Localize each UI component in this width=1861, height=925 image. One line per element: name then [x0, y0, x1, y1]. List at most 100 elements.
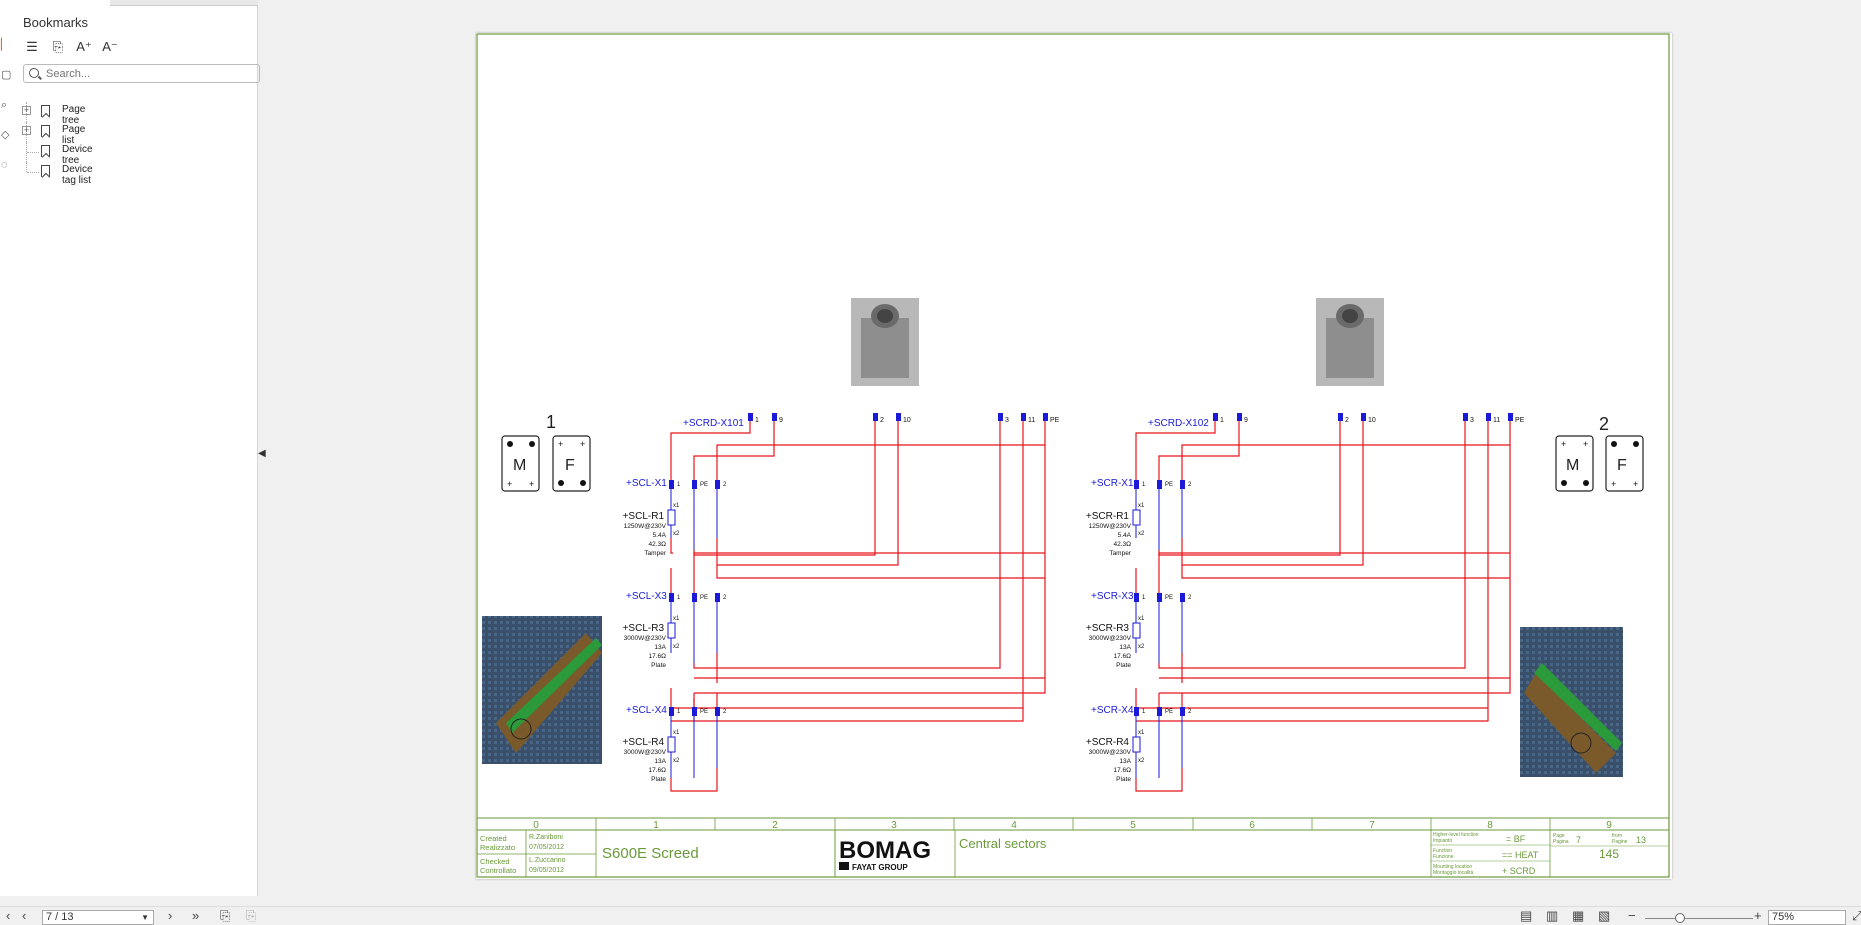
bookmark-options-icon[interactable]: ☰: [26, 39, 38, 54]
zoom-in-icon[interactable]: +: [1754, 908, 1762, 923]
page-number-field[interactable]: 7 / 13 ▼: [42, 910, 154, 925]
last-page-icon[interactable]: »: [192, 908, 200, 923]
layers-panel-icon[interactable]: ◇: [1, 129, 10, 141]
function-value: == HEAT: [1502, 850, 1539, 860]
column-dividers: [595, 818, 1551, 877]
connector-housing-image-right: [1316, 298, 1384, 386]
mf-symbol-right: [1555, 435, 1644, 492]
svg-text:1: 1: [677, 595, 681, 601]
fit-page-icon[interactable]: ⤢: [1852, 908, 1861, 923]
next-view-icon[interactable]: ⎘: [246, 908, 257, 923]
increase-text-icon[interactable]: A⁺: [76, 39, 92, 54]
svg-text:Plate: Plate: [1116, 776, 1131, 783]
svg-text:13A: 13A: [1119, 758, 1131, 765]
document-page: 0 1 2 3 4 5 6 7 8 9 Created Realizzato C…: [476, 33, 1672, 879]
svg-text:42.3Ω: 42.3Ω: [1113, 541, 1131, 548]
comments-panel-icon[interactable]: ◌: [1, 159, 8, 171]
svg-text:x2: x2: [1138, 531, 1145, 537]
column-label: 7: [1369, 820, 1375, 831]
bookmark-panel-icon[interactable]: ▏: [1, 39, 10, 51]
previous-view-icon[interactable]: ⎘: [220, 908, 231, 923]
decrease-text-icon[interactable]: A⁻: [102, 39, 118, 54]
circuit-left: +SCRD-X101 1 9 2 10 3 11 PE: [623, 413, 1060, 792]
m-label-left: M: [513, 457, 526, 474]
svg-text:1250W@230V: 1250W@230V: [624, 523, 667, 530]
column-label: 6: [1249, 820, 1255, 831]
tree-item-label: Device tag list: [62, 164, 93, 186]
svg-text:PE: PE: [700, 482, 708, 488]
screed-photo-right: [1520, 627, 1623, 777]
svg-text:x1: x1: [673, 616, 680, 622]
group-number-right: 2: [1599, 414, 1609, 434]
facing-view-icon[interactable]: ▦: [1572, 908, 1585, 923]
drawing-frame: [476, 33, 1670, 878]
column-label: 2: [772, 820, 778, 831]
svg-text:+: +: [1611, 479, 1616, 489]
svg-text:42.3Ω: 42.3Ω: [648, 541, 666, 548]
svg-text:PE: PE: [1515, 417, 1525, 424]
svg-text:9: 9: [1244, 417, 1248, 424]
svg-text:PE: PE: [1165, 709, 1173, 715]
svg-text:+: +: [1633, 479, 1638, 489]
expand-icon[interactable]: +: [22, 105, 31, 115]
brand-logo-text: BOMAG: [839, 837, 931, 864]
svg-text:2: 2: [1188, 482, 1192, 488]
function-label-it: Funzione: [1433, 854, 1454, 860]
collapse-sidebar-icon[interactable]: ◀: [258, 448, 266, 459]
svg-text:3: 3: [1005, 417, 1009, 424]
previous-page-icon[interactable]: ‹: [22, 908, 27, 923]
svg-text:Plate: Plate: [651, 662, 666, 669]
location-value: + SCRD: [1502, 866, 1536, 876]
checked-label: Checked: [480, 857, 510, 866]
facing-continuous-view-icon[interactable]: ▧: [1598, 908, 1611, 923]
zoom-slider-handle[interactable]: [1675, 913, 1685, 923]
checked-by: L.Zuccarino: [529, 857, 566, 864]
created-date: 07/05/2012: [529, 844, 564, 851]
find-bookmark-icon[interactable]: ⎘: [52, 39, 64, 54]
svg-text:3: 3: [1470, 417, 1474, 424]
group-number-left: 1: [546, 412, 556, 432]
search-icon: [29, 68, 39, 78]
pages-panel-icon[interactable]: ▢: [1, 69, 12, 81]
svg-text:1: 1: [677, 482, 681, 488]
attachments-panel-icon[interactable]: ⌕: [1, 99, 8, 111]
connector-housing-image-left: [851, 298, 919, 386]
page-value: 7: [1576, 835, 1581, 845]
zoom-field[interactable]: 75%: [1768, 910, 1846, 925]
connector-label-left: +SCRD-X101: [683, 418, 744, 429]
chevron-down-icon[interactable]: ▼: [141, 913, 149, 922]
expand-icon[interactable]: +: [22, 125, 31, 135]
zoom-slider[interactable]: [1645, 918, 1753, 919]
bookmark-search-field[interactable]: [23, 64, 260, 83]
sidebar-tab[interactable]: [110, 0, 258, 6]
sheet-description: Central sectors: [959, 836, 1047, 851]
svg-text:Tamper: Tamper: [1109, 550, 1132, 557]
resistor-label: +SCL-R4: [623, 737, 665, 748]
first-page-icon[interactable]: ‹: [6, 908, 11, 923]
single-page-view-icon[interactable]: ▤: [1520, 908, 1533, 923]
location-label: Mounting location: [1433, 864, 1472, 870]
column-label: 1: [653, 820, 659, 831]
continuous-view-icon[interactable]: ▥: [1546, 908, 1559, 923]
svg-text:x2: x2: [673, 758, 680, 764]
tree-item-label: Device tree: [62, 144, 93, 166]
zoom-out-icon[interactable]: −: [1628, 908, 1636, 923]
schematic-drawing: 0 1 2 3 4 5 6 7 8 9 Created Realizzato C…: [476, 33, 1670, 878]
svg-text:2: 2: [723, 595, 727, 601]
column-label: 9: [1606, 820, 1612, 831]
circuit-right: +SCRD-X102 1 9 2 10 3 11 PE: [1086, 413, 1525, 792]
brand-logo-bar: [839, 862, 849, 870]
terminal-strip-label: +SCL-X1: [626, 478, 667, 489]
heater-block: +SCR-X4 1 PE 2 x1 x2 +SCR-R4 3000W@230V …: [1086, 705, 1192, 783]
next-page-icon[interactable]: ›: [168, 908, 173, 923]
svg-text:+: +: [1561, 439, 1566, 449]
bookmark-icon: [41, 165, 50, 177]
resistor-label: +SCR-R1: [1086, 511, 1130, 522]
bookmark-search-input[interactable]: [46, 66, 251, 81]
tree-item-label: Page tree: [62, 104, 86, 126]
bookmark-toolbar: ☰ ⎘ A⁺ A⁻: [23, 38, 119, 56]
connector-label-right: +SCRD-X102: [1148, 418, 1209, 429]
from-value: 13: [1636, 835, 1646, 845]
column-label: 5: [1130, 820, 1136, 831]
terminal-strip-label: +SCL-X4: [626, 705, 667, 716]
